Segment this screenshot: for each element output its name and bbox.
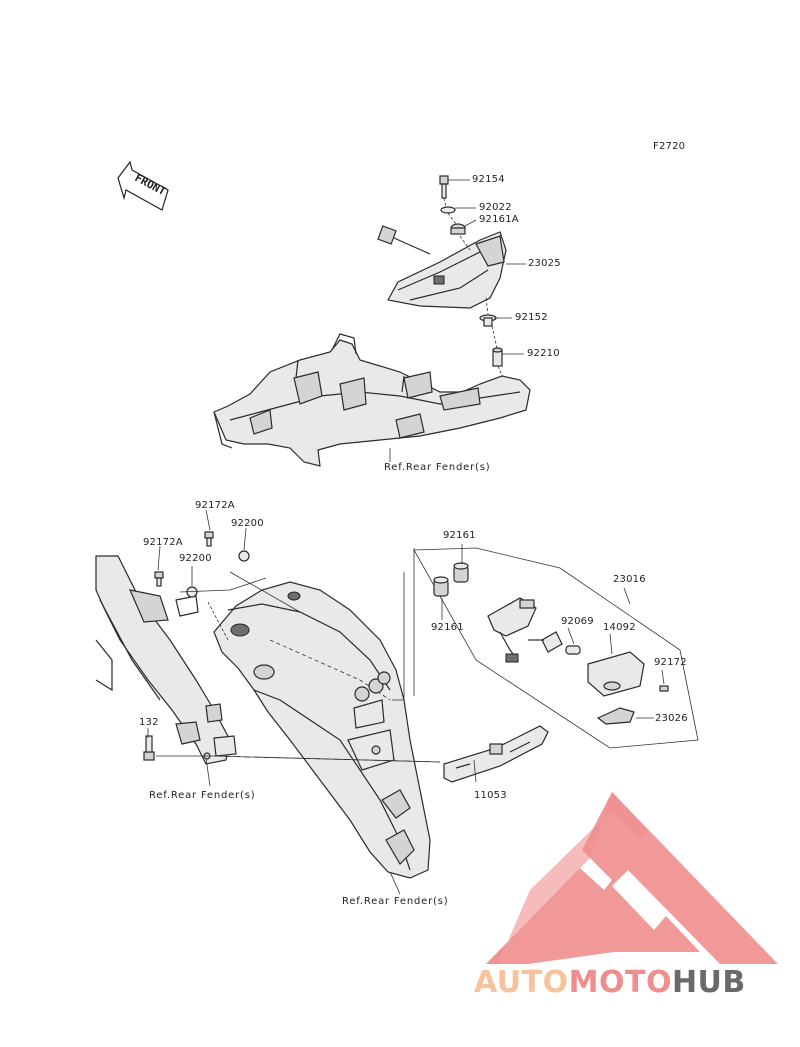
automotohub-logo-mark	[486, 792, 778, 964]
tail-light-assembly	[377, 175, 526, 381]
label-92161-bottom: 92161	[431, 622, 464, 633]
label-ref-rear-fender-left: Ref.Rear Fender(s)	[149, 790, 256, 801]
rear-fender-frame-top	[213, 333, 531, 467]
tail-light-housing-23025	[387, 231, 507, 309]
label-14092: 14092	[603, 622, 636, 633]
spacer-92210	[492, 347, 503, 367]
label-92210: 92210	[527, 348, 560, 359]
label-92172: 92172	[654, 657, 687, 668]
label-ref-rear-fender-bottom: Ref.Rear Fender(s)	[342, 896, 449, 907]
label-92154: 92154	[472, 174, 505, 185]
label-23025: 23025	[528, 258, 561, 269]
bolt-132	[143, 735, 155, 761]
lamp-socket	[528, 631, 563, 653]
bolt-92172a-top	[204, 531, 214, 547]
label-11053: 11053	[474, 790, 507, 801]
lens-14092	[587, 651, 645, 697]
grommet-92161-upper	[453, 562, 469, 583]
label-92022: 92022	[479, 202, 512, 213]
license-lamp-body	[487, 597, 537, 663]
rear-subframe-left	[95, 555, 237, 765]
grommet-92161a	[450, 223, 466, 235]
cover-23026	[596, 707, 635, 725]
washer-92022	[440, 206, 456, 214]
rear-fender-body	[213, 581, 431, 879]
grommet-92161-lower	[433, 576, 449, 597]
license-plate-bracket-11053	[443, 725, 549, 783]
wordmark-auto: AUTO	[474, 965, 569, 1000]
washer-92200-top	[238, 550, 250, 562]
bulb-92069	[565, 645, 581, 655]
screw-92172	[659, 685, 669, 692]
label-ref-rear-fender-top: Ref.Rear Fender(s)	[384, 462, 491, 473]
label-92172a-left: 92172A	[143, 537, 183, 548]
front-direction-arrow: FRONT	[117, 160, 169, 211]
tail-light-connector	[377, 225, 431, 255]
label-92161a: 92161A	[479, 214, 519, 225]
bolt-92172a-left	[154, 571, 164, 587]
wordmark-moto: MOTO	[568, 965, 672, 1000]
label-92069: 92069	[561, 616, 594, 627]
label-92152: 92152	[515, 312, 548, 323]
label-132: 132	[139, 717, 159, 728]
license-lamp-kit-23016	[392, 547, 699, 749]
label-23026: 23026	[655, 713, 688, 724]
automotohub-wordmark: AUTOMOTOHUB	[474, 966, 746, 1000]
label-92172a-top: 92172A	[195, 500, 235, 511]
label-92200-top: 92200	[231, 518, 264, 529]
diagram-code: F2720	[653, 141, 686, 152]
label-92161-top: 92161	[443, 530, 476, 541]
label-92200-left: 92200	[179, 553, 212, 564]
label-23016: 23016	[613, 574, 646, 585]
collar-92152	[479, 314, 497, 327]
wordmark-hub: HUB	[671, 965, 746, 1000]
bolt-92154	[439, 175, 449, 199]
